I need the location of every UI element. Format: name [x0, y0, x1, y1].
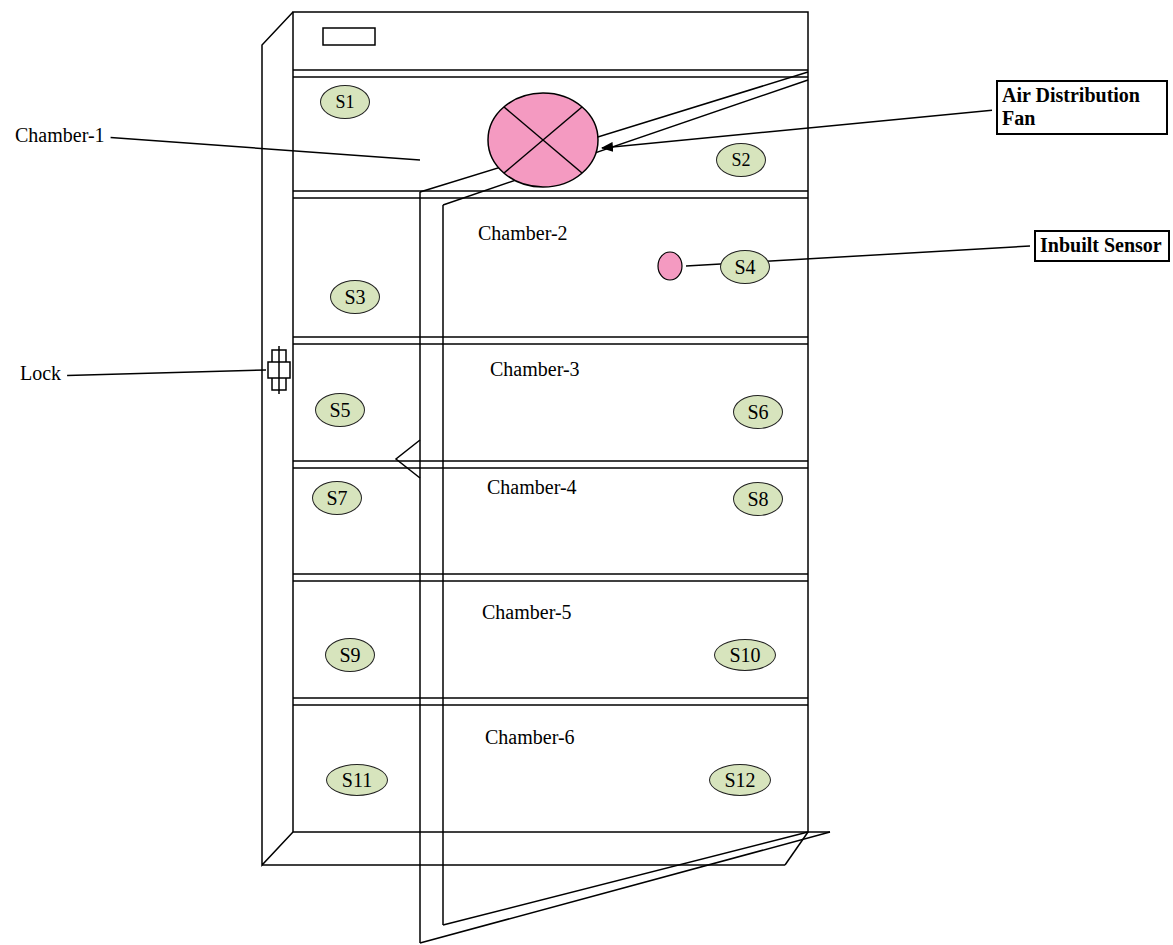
part-label: Lock [20, 362, 61, 385]
chamber-label: Chamber-2 [478, 222, 568, 245]
sensor-label: S8 [747, 489, 768, 509]
leader-line [67, 370, 266, 376]
sensor-label: S10 [729, 645, 760, 665]
door-handle [396, 440, 420, 478]
sensor-label: S4 [734, 257, 755, 277]
chamber-band: Chamber-3S5 S6 [293, 344, 808, 461]
door-edge [442, 205, 444, 925]
sensor-ellipse: S6 [733, 395, 783, 429]
shelf-line [293, 343, 808, 345]
sensor-ellipse: S5 [315, 393, 365, 427]
shelf-line [293, 697, 808, 699]
callout-box: Inbuilt Sensor [1034, 230, 1170, 262]
chamber-band: Chamber-5S9 S10 [293, 581, 808, 698]
sensor-ellipse: S1 [320, 85, 370, 119]
shelf-line [293, 704, 808, 706]
door-edge [443, 832, 808, 925]
display-panel [323, 28, 375, 45]
chamber-band: Chamber-4S7 S8 [293, 468, 808, 574]
shelf-line [293, 573, 808, 575]
sensor-ellipse: S9 [325, 638, 375, 672]
chamber-label: Chamber-6 [485, 726, 575, 749]
leader-arrow [602, 110, 992, 148]
door-edge [419, 192, 421, 943]
sensor-ellipse: S2 [716, 143, 766, 177]
fan-symbol [488, 93, 598, 187]
part-label: Chamber-1 [15, 124, 105, 147]
fan-blade [504, 107, 582, 173]
callout-text: Air Distribution Fan [1002, 84, 1160, 130]
door-edge [420, 832, 830, 943]
sensor-ellipse: S12 [709, 764, 771, 796]
sensor-ellipse: S4 [720, 250, 770, 284]
shelf-line [293, 69, 808, 71]
sensor-label: S2 [731, 151, 750, 169]
fan-blade [504, 107, 582, 173]
callout-box: Air Distribution Fan [996, 80, 1168, 135]
sensor-ellipse: S11 [326, 764, 388, 796]
shelf-line [293, 76, 808, 78]
shelf-line [293, 460, 808, 462]
sensor-ellipse: S8 [733, 482, 783, 516]
sensor-label: S9 [339, 645, 360, 665]
sensor-ellipse: S10 [714, 639, 776, 671]
sensor-label: S7 [326, 488, 347, 508]
cabinet-side [262, 12, 293, 865]
shelf-line [293, 197, 808, 199]
chamber-label: Chamber-3 [490, 358, 580, 381]
door-edge [808, 831, 830, 833]
sensor-ellipse: S3 [330, 280, 380, 314]
door-edge [443, 80, 808, 205]
chamber-label: Chamber-5 [482, 601, 572, 624]
sensor-label: S1 [335, 93, 354, 111]
shelf-line [293, 580, 808, 582]
lock-symbol [278, 346, 280, 394]
callout-text: Inbuilt Sensor [1040, 234, 1162, 257]
sensor-dot [658, 252, 682, 280]
chamber-band: Chamber-6S11 S12 [293, 705, 808, 832]
sensor-label: S3 [344, 287, 365, 307]
shelf-line [293, 467, 808, 469]
sensor-label: S6 [747, 402, 768, 422]
shelf-line [293, 190, 808, 192]
leader-line [111, 138, 420, 161]
sensor-label: S5 [329, 400, 350, 420]
shelf-line [293, 336, 808, 338]
sensor-ellipse: S7 [312, 481, 362, 515]
door-edge [420, 72, 808, 192]
sensor-label: S12 [724, 770, 755, 790]
sensor-label: S11 [342, 770, 372, 790]
chamber-label: Chamber-4 [487, 476, 577, 499]
chamber-band: Chamber-2S3 S4 [293, 198, 808, 337]
